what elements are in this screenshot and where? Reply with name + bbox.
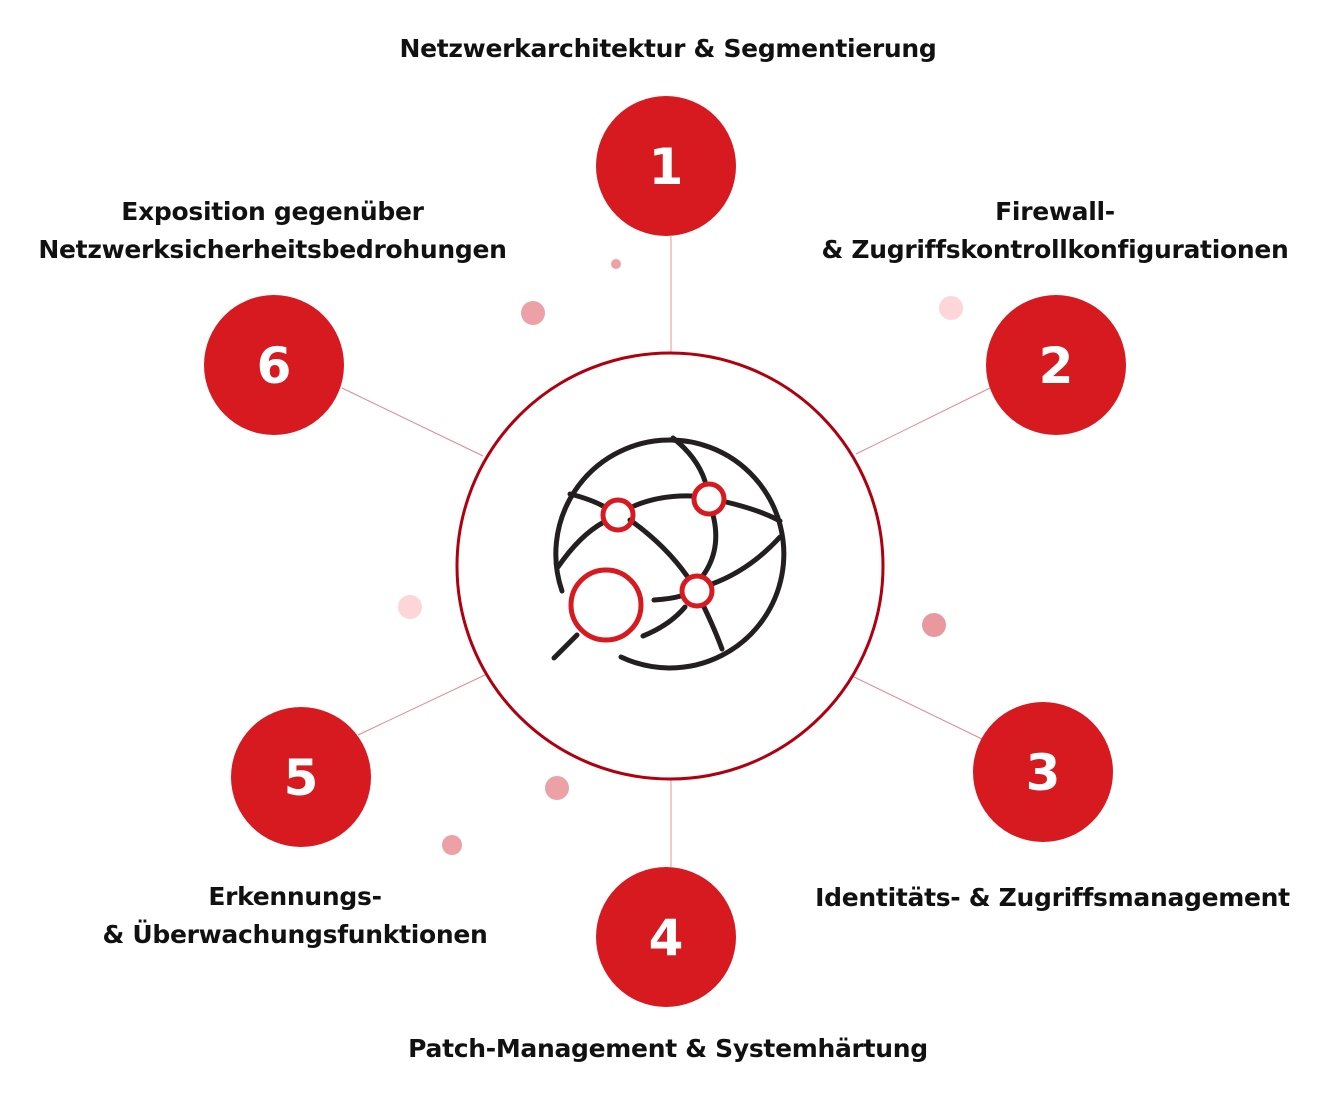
node-6-number: 6 [257,337,292,395]
node-5[interactable]: 5 [231,707,371,847]
label-node-5-line-2: & Überwachungsfunktionen [102,920,488,949]
label-node-2-line-2: & Zugriffskontrollkonfigurationen [821,235,1289,264]
node-3-circle [973,702,1113,842]
node-4-circle [596,867,736,1007]
dot [521,301,545,325]
node-3[interactable]: 3 [973,702,1113,842]
node-1-circle [596,96,736,236]
label-node-2: Firewall- & Zugriffskontrollkonfiguratio… [795,193,1315,269]
label-node-4-line-1: Patch-Management & Systemhärtung [408,1034,928,1063]
node-5-circle [231,707,371,847]
label-node-2-line-1: Firewall- [995,197,1115,226]
label-node-5: Erkennungs- & Überwachungsfunktionen [40,878,550,954]
node-2[interactable]: 2 [986,295,1126,435]
label-node-5-line-1: Erkennungs- [208,882,382,911]
hub-circle [455,351,885,781]
dot [922,613,946,637]
node-6[interactable]: 6 [204,295,344,435]
label-node-6-line-1: Exposition gegenüber [121,197,424,226]
label-node-3-line-1: Identitäts- & Zugriffsmanagement [815,883,1290,912]
connector-5 [357,673,488,736]
dot [442,835,462,855]
label-node-3: Identitäts- & Zugriffsmanagement [795,879,1310,917]
connectors [341,236,991,867]
node-1-number: 1 [649,138,684,196]
dot [398,595,422,619]
node-4[interactable]: 4 [596,867,736,1007]
node-6-circle [204,295,344,435]
label-node-1-line-1: Netzwerkarchitektur & Segmentierung [399,34,937,63]
node-2-number: 2 [1039,337,1074,395]
dot [545,776,569,800]
node-1[interactable]: 1 [596,96,736,236]
label-node-1: Netzwerkarchitektur & Segmentierung [368,30,968,68]
dot [939,296,963,320]
node-3-number: 3 [1026,744,1061,802]
decorative-dots [398,259,963,855]
label-node-6-line-2: Netzwerksicherheitsbedrohungen [38,235,507,264]
connector-2 [855,387,991,455]
connector-3 [851,675,985,741]
node-4-number: 4 [649,909,684,967]
label-node-4: Patch-Management & Systemhärtung [368,1030,968,1068]
label-node-6: Exposition gegenüber Netzwerksicherheits… [10,193,535,269]
node-5-number: 5 [284,749,319,807]
connector-6 [341,387,484,457]
dot [611,259,621,269]
globe-network-search-icon [551,435,787,671]
node-2-circle [986,295,1126,435]
